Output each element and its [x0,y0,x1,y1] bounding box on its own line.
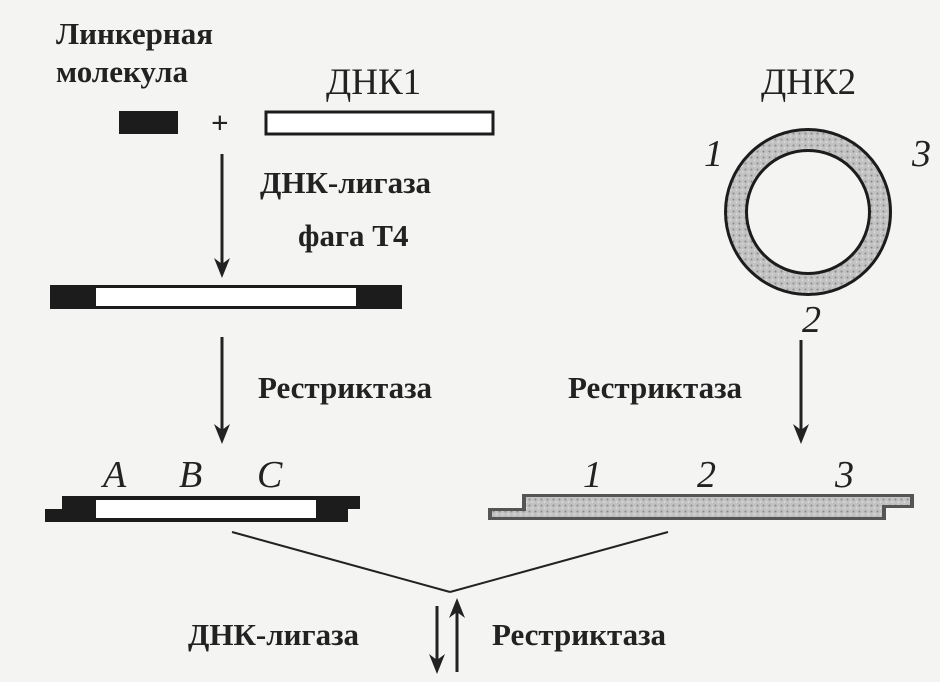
restrictase-left-label: Рестриктаза [258,370,433,405]
arrow-up-restriction-head [449,598,465,618]
linear-site-3: 3 [834,454,854,496]
ring-site-3: 3 [911,133,931,175]
ligase-t4-line1: ДНК-лигаза [260,165,432,200]
restrictase-right-label: Рестриктаза [568,370,743,405]
bottom-restrictase-label: Рестриктаза [492,617,667,652]
arrow-restriction-left-head [214,424,230,444]
ring-site-1: 1 [704,133,723,175]
linear-site-1: 1 [583,454,602,496]
cut-molecule-sticky-ends [45,496,360,522]
join-line-left [231,531,451,593]
dna1-label: ДНК1 [326,62,421,103]
linearized-dna2 [488,494,914,520]
ligated-molecule [50,285,402,309]
plus-sign: + [211,105,229,140]
join-line-right [449,531,669,593]
linker-label-line1: Линкерная [56,16,213,51]
linear-site-2: 2 [697,454,716,496]
arrow-restriction-right-head [793,424,809,444]
end-label-a: A [100,454,127,496]
dna2-ring [727,131,889,293]
ligase-t4-line2: фага Т4 [298,218,408,253]
linker-molecule [119,111,178,134]
dna1-fragment [264,110,495,136]
end-label-c: C [257,454,283,496]
end-label-b: B [179,454,202,496]
linker-label-line2: молекула [56,54,188,89]
arrow-down-ligation-head [429,654,445,674]
bottom-ligase-label: ДНК-лигаза [188,617,360,652]
dna2-label: ДНК2 [761,62,856,103]
arrow-ligation-head [214,258,230,278]
ring-site-2: 2 [802,299,821,341]
